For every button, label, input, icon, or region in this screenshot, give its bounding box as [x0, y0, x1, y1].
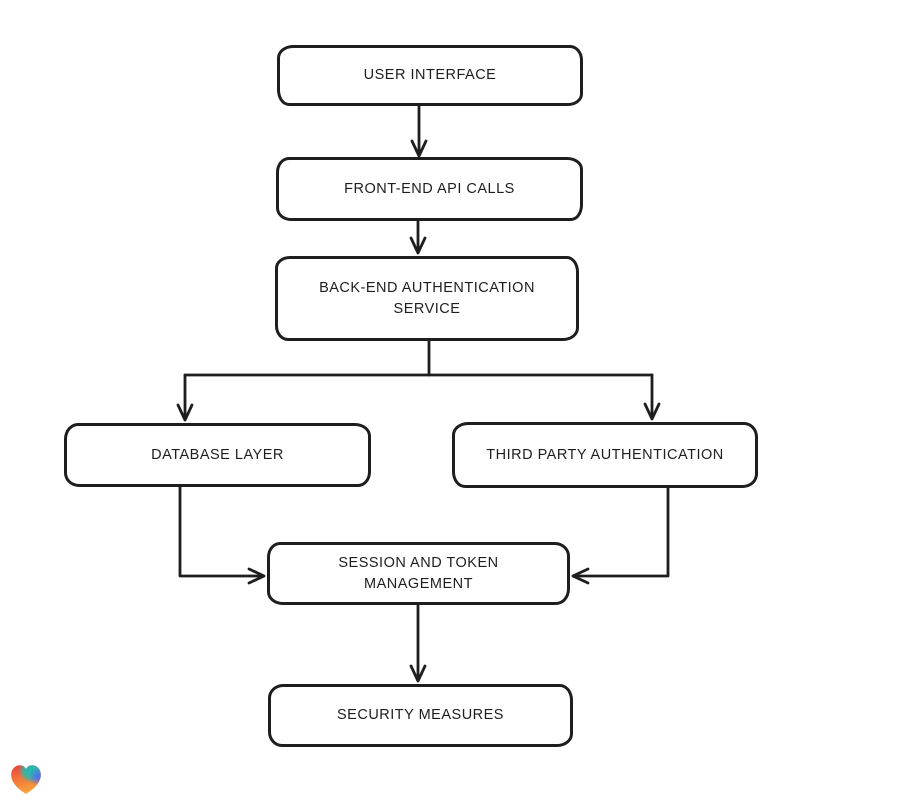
node-third-party-authentication: THIRD PARTY AUTHENTICATION [452, 422, 758, 488]
node-front-end-api-calls: FRONT-END API CALLS [276, 157, 583, 221]
node-back-end-auth-service-label: BACK-END AUTHENTICATION SERVICE [319, 279, 535, 317]
node-back-end-auth-service: BACK-END AUTHENTICATION SERVICE [275, 256, 579, 341]
node-user-interface: USER INTERFACE [277, 45, 583, 106]
node-security-measures-label: SECURITY MEASURES [337, 707, 504, 723]
node-front-end-api-calls-label: FRONT-END API CALLS [344, 180, 515, 197]
node-database-layer-label: DATABASE LAYER [151, 446, 284, 463]
lovable-heart-logo-icon[interactable] [7, 760, 45, 798]
edge-session-token-management-to-security-measures [409, 603, 427, 683]
node-session-token-management-label: SESSION AND TOKEN MANAGEMENT [338, 554, 499, 592]
node-third-party-authentication-label: THIRD PARTY AUTHENTICATION [486, 446, 724, 463]
node-security-measures: SECURITY MEASURES [268, 684, 573, 747]
node-user-interface-label: USER INTERFACE [363, 67, 497, 83]
node-session-token-management: SESSION AND TOKEN MANAGEMENT [267, 542, 570, 605]
edge-front-end-api-calls-to-back-end-auth-service [409, 219, 427, 255]
edge-database-layer-to-session-token-management [178, 485, 266, 585]
edge-user-interface-to-front-end-api-calls [410, 104, 428, 158]
edge-branch-to-third-party-authentication [643, 373, 661, 421]
edge-third-party-auth-to-session-token-management [571, 486, 670, 585]
edge-branch-to-database-layer [176, 373, 194, 422]
node-database-layer: DATABASE LAYER [64, 423, 371, 487]
edge-back-end-auth-service-branch [183, 339, 654, 377]
